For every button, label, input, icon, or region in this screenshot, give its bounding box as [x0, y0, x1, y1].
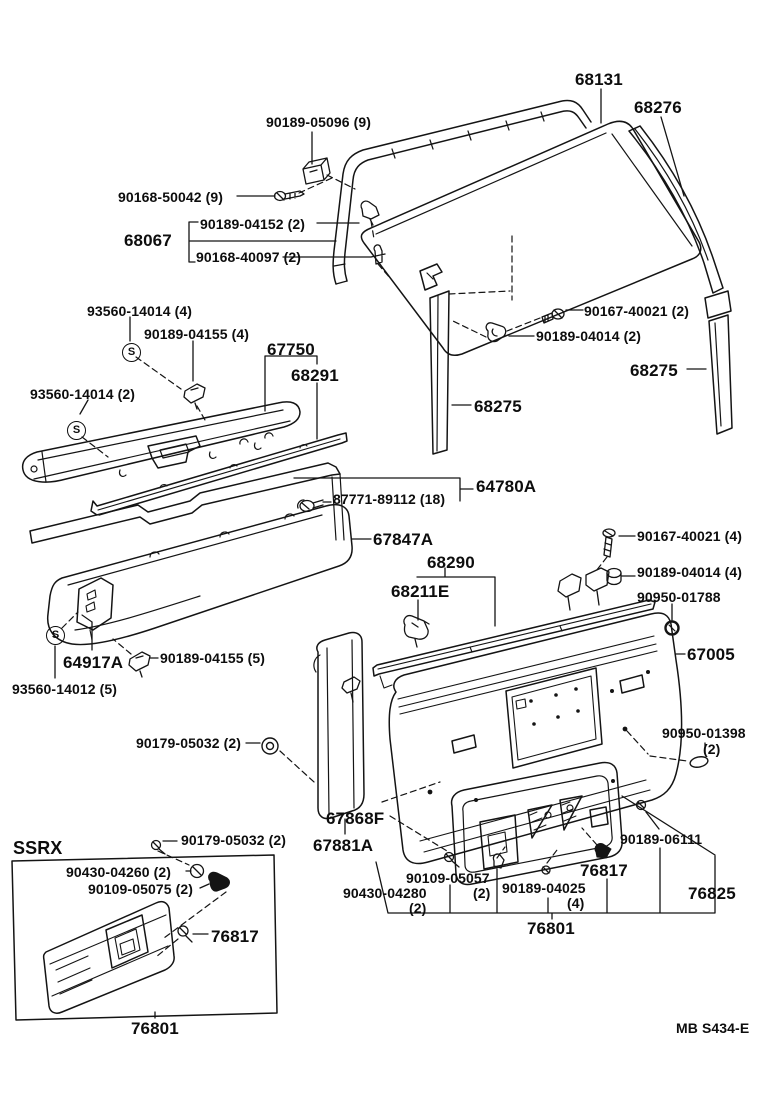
- part-callout-76817-ssrx: 76817: [211, 927, 259, 946]
- part-callout-90109-05057-qty: (2): [473, 885, 491, 901]
- part-callout-90950-01398-qty: (2): [703, 741, 721, 757]
- part-callout-90168-40097: 90168-40097 (2): [196, 249, 302, 265]
- screw-90189-04025-icon: [541, 865, 551, 875]
- pin-90168-40097-icon: [370, 244, 386, 265]
- part-callout-93560-14012: 93560-14012 (5): [12, 681, 118, 697]
- part-callout-76801-ssrx: 76801: [131, 1019, 179, 1038]
- glass-moulding-68276: [628, 125, 732, 319]
- side-moulding-68275-right: [708, 314, 733, 435]
- part-callout-76817-main: 76817: [580, 861, 628, 880]
- part-callout-64917A: 64917A: [63, 653, 124, 672]
- screw-grommet-87771-icon: [297, 499, 324, 513]
- part-callout-90189-04152: 90189-04152 (2): [200, 216, 306, 232]
- part-callout-90168-50042: 90168-50042 (9): [118, 189, 224, 205]
- tailgate-outer-panel-67005: [388, 612, 683, 865]
- outside-garnish-67750: [21, 401, 301, 483]
- leader-lines: [54, 88, 716, 1019]
- screw-76817-ssrx-icon: [177, 925, 193, 943]
- part-callout-90430-04260: 90430-04260 (2): [66, 864, 172, 880]
- part-callout-76825: 76825: [688, 884, 736, 903]
- screw-90430-04280-icon: [443, 851, 460, 868]
- part-callout-90430-04280: 90430-04280: [343, 885, 427, 901]
- part-callout-90189-06111: 90189-06111: [620, 831, 703, 847]
- part-callout-68275-right: 68275: [630, 361, 678, 380]
- part-callout-67847A: 67847A: [373, 530, 434, 549]
- part-callout-68131: 68131: [575, 70, 623, 89]
- sheet-code: MB S434-E: [676, 1020, 750, 1036]
- part-callout-90950-01788: 90950-01788: [637, 589, 721, 605]
- clip-90189-05096-icon: [302, 157, 331, 185]
- nut-90189-04155-5-icon: [128, 651, 151, 678]
- garnish-retainer-64917A: [76, 577, 114, 641]
- washer-90950-01398-icon: [689, 756, 709, 768]
- part-callout-67750: 67750: [267, 340, 315, 359]
- screw-symbol-s-3: S: [46, 626, 65, 645]
- door-trim-panel-67847A: [46, 503, 353, 646]
- part-callout-90189-04155-b: 90189-04155 (5): [160, 650, 266, 666]
- clip-90109-05075-icon: [208, 871, 230, 892]
- grommet-90179-05032-icon: [261, 737, 279, 755]
- part-callout-90179-05032-a: 90179-05032 (2): [136, 735, 242, 751]
- part-callout-90189-05096: 90189-05096 (9): [266, 114, 372, 130]
- part-callout-90179-05032-b: 90179-05032 (2): [181, 832, 287, 848]
- ssrx-garnish-76801: [42, 900, 175, 1014]
- part-callout-93560-14014-a: 93560-14014 (4): [87, 303, 193, 319]
- grommet-90189-04014-4-icon: [606, 567, 622, 586]
- part-callout-76801-main: 76801: [527, 919, 575, 938]
- variant-label-ssrx: SSRX: [13, 838, 63, 858]
- clip-90189-04014-2-icon: [485, 322, 507, 343]
- part-callout-93560-14014-b: 93560-14014 (2): [30, 386, 136, 402]
- part-callout-90109-05057: 90109-05057: [406, 870, 490, 886]
- part-callout-68211E: 68211E: [391, 582, 450, 601]
- part-callout-67868F: 67868F: [326, 809, 385, 828]
- window-weatherstrip-68067: [332, 99, 592, 285]
- moulding-clip-68211E-icon: [403, 614, 430, 648]
- tailgate-end-cover-67881A: [313, 631, 365, 820]
- part-callout-90189-04155-a: 90189-04155 (4): [144, 326, 250, 342]
- part-callout-90950-01398: 90950-01398: [662, 725, 746, 741]
- screw-90179-05032-b-icon: [150, 839, 166, 855]
- clip-90109-05057-icon: [492, 853, 505, 869]
- part-callout-90109-05075: 90109-05075 (2): [88, 881, 194, 897]
- window-frame-seal-64780A: [29, 462, 345, 544]
- part-callout-87771-89112: 87771-89112 (18): [333, 491, 446, 507]
- screw-90167-40021-4-icon: [602, 528, 616, 558]
- side-moulding-68275-left: [419, 263, 450, 455]
- leader-lines-dashed: [61, 174, 688, 958]
- ssrx-variant-box: [11, 854, 278, 1021]
- screw-symbol-s-2: S: [67, 421, 86, 440]
- part-callout-64780A: 64780A: [476, 477, 537, 496]
- part-callout-90430-04280-qty: (2): [409, 900, 427, 916]
- screw-76817-main-icon: [594, 843, 612, 859]
- part-callout-68275-left: 68275: [474, 397, 522, 416]
- license-garnish-76825: [450, 761, 623, 886]
- part-callout-67005: 67005: [687, 645, 735, 664]
- part-callout-67881A: 67881A: [313, 836, 374, 855]
- part-callout-90167-40021-a: 90167-40021 (2): [584, 303, 690, 319]
- back-window-glass-68131: [360, 120, 702, 357]
- part-callout-68291: 68291: [291, 366, 339, 385]
- part-callout-90189-04014-b: 90189-04014 (4): [637, 564, 743, 580]
- lower-rail-68291: [90, 432, 348, 516]
- part-callout-90189-04025-qty: (4): [567, 895, 585, 911]
- part-callout-90189-04014-a: 90189-04014 (2): [536, 328, 642, 344]
- hinge-brackets: [557, 567, 610, 611]
- part-callout-90189-04025: 90189-04025: [502, 880, 586, 896]
- screw-symbol-s-1: S: [122, 343, 141, 362]
- part-callout-68290: 68290: [427, 553, 475, 572]
- part-callout-90167-40021-b: 90167-40021 (4): [637, 528, 743, 544]
- screw-90167-40021-2-icon: [541, 308, 565, 324]
- nut-90189-04155-4-icon: [183, 383, 206, 410]
- part-callout-68067: 68067: [124, 231, 172, 250]
- part-callout-68276: 68276: [634, 98, 682, 117]
- panel-moulding-68290: [372, 599, 656, 689]
